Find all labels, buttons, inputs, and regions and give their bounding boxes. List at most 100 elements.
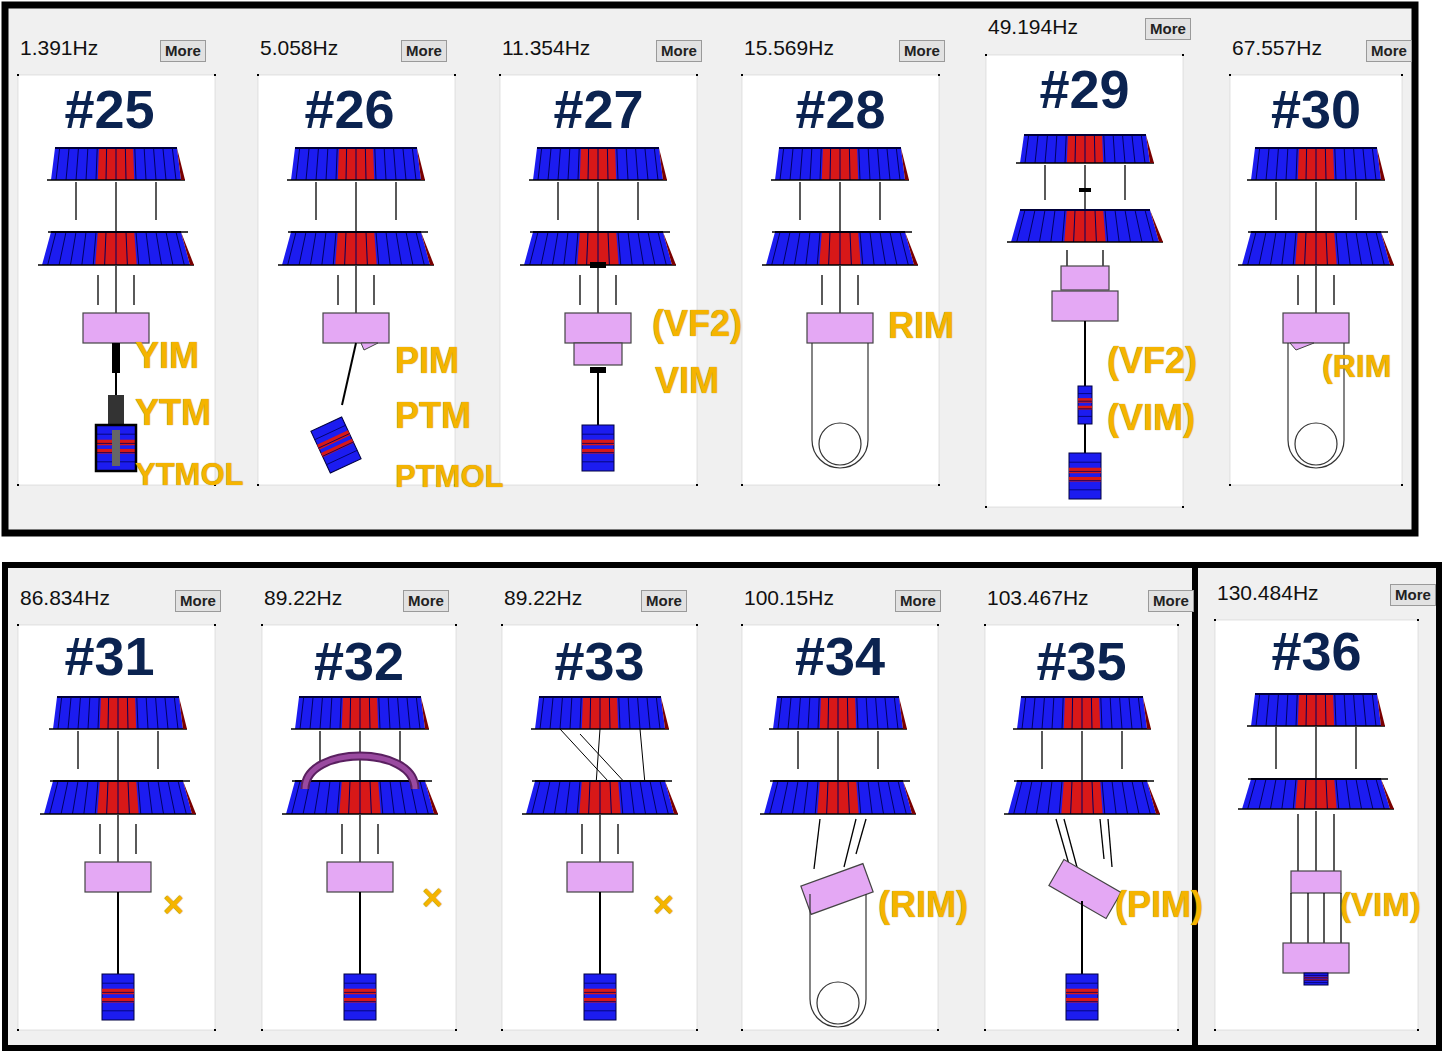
drawing-stroke [317,430,350,449]
drawing-stroke [584,1010,616,1011]
drawing-stroke [1286,148,1288,180]
drawing-stroke [792,781,798,814]
drawing-stroke [1283,943,1349,973]
drawing-stroke [548,148,551,180]
drawing-stroke [1177,624,1179,626]
drawing-stroke [1354,694,1356,726]
drawing-stroke [1135,210,1142,242]
drawing-stroke [42,232,190,265]
annotation-label: (VIM) [1107,398,1195,438]
drawing-stroke [1335,694,1336,726]
drawing-stroke [1062,697,1063,729]
drawing-stroke [49,728,187,730]
drawing-stroke [838,781,839,814]
drawing-stroke [985,625,1178,1030]
drawing-stroke [828,697,830,729]
drawing-stroke [88,697,90,729]
drawing-stroke [257,74,259,76]
drawing-stroke [582,440,614,446]
drawing-stroke [529,179,667,181]
mode-number: #34 [742,625,938,687]
drawing-stroke [61,781,68,814]
drawing-stroke [310,232,316,265]
drawing-stroke [1315,727,1316,779]
drawing-stroke [116,148,117,180]
drawing-stroke [582,443,614,444]
drawing-stroke [1014,781,1022,814]
drawing-stroke [366,232,367,265]
drawing-stroke [416,697,420,729]
drawing-stroke [1102,250,1103,266]
drawing-stroke [403,148,406,180]
drawing-stroke [575,232,578,265]
drawing-stroke [106,148,108,180]
more-button: More [641,590,687,612]
mode-number: #33 [502,630,697,692]
drawing-stroke [1084,165,1085,210]
drawing-stroke [901,148,909,180]
drawing-stroke [128,781,129,814]
drawing-stroke [320,697,322,729]
drawing-stroke [84,781,88,814]
drawing-stroke [582,461,614,462]
drawing-stroke [584,998,616,1003]
drawing-stroke [1270,779,1276,809]
drawing-stroke [850,232,851,265]
drawing-stroke [1251,148,1381,180]
drawing-stroke [870,232,874,265]
drawing-stroke [77,731,78,769]
drawing-stroke [1256,148,1260,180]
drawing-stroke [17,484,19,486]
drawing-stroke [183,781,196,814]
drawing-stroke [554,781,560,814]
drawing-stroke [819,232,860,265]
drawing-stroke [766,232,914,265]
drawing-stroke [857,275,858,305]
drawing-stroke [38,264,194,266]
drawing-stroke [984,1029,986,1031]
drawing-stroke [1061,266,1109,290]
drawing-stroke [17,74,19,76]
drawing-stroke [1270,232,1276,265]
drawing-stroke [1066,998,1098,1003]
drawing-stroke [102,989,134,995]
annotation-label: (RIM [1322,346,1391,386]
frequency-label: 49.194Hz [988,15,1078,39]
drawing-stroke [1042,697,1044,729]
drawing-stroke [577,781,580,814]
drawing-stroke [905,232,918,265]
drawing-stroke [1215,620,1418,1030]
drawing-stroke [879,182,880,220]
drawing-stroke [48,232,56,265]
drawing-stroke [1376,232,1384,265]
annotation-label: × [163,885,184,925]
drawing-stroke [1008,781,1156,814]
drawing-stroke [379,697,380,729]
drawing-stroke [156,697,158,729]
drawing-stroke [1069,453,1101,499]
drawing-stroke [658,232,666,265]
drawing-stroke [648,232,655,265]
drawing-stroke [1182,506,1184,508]
drawing-stroke [1293,232,1296,265]
drawing-stroke [337,275,338,305]
drawing-stroke [1143,697,1151,729]
drawing-stroke [1366,232,1373,265]
drawing-stroke [607,148,609,180]
drawing-stroke [291,148,421,180]
drawing-stroke [349,781,350,814]
drawing-stroke [779,147,901,149]
drawing-stroke [295,697,425,729]
drawing-stroke [95,232,136,265]
drawing-stroke [342,697,378,729]
drawing-stroke [102,974,134,1020]
annotation-label: × [653,885,674,925]
drawing-stroke [777,696,899,698]
drawing-stroke [1051,210,1055,242]
drawing-stroke [174,697,178,729]
drawing-stroke [1344,694,1346,726]
drawing-stroke [356,232,357,265]
drawing-stroke [1004,813,1160,815]
drawing-stroke [1071,781,1072,814]
more-button: More [899,40,945,62]
